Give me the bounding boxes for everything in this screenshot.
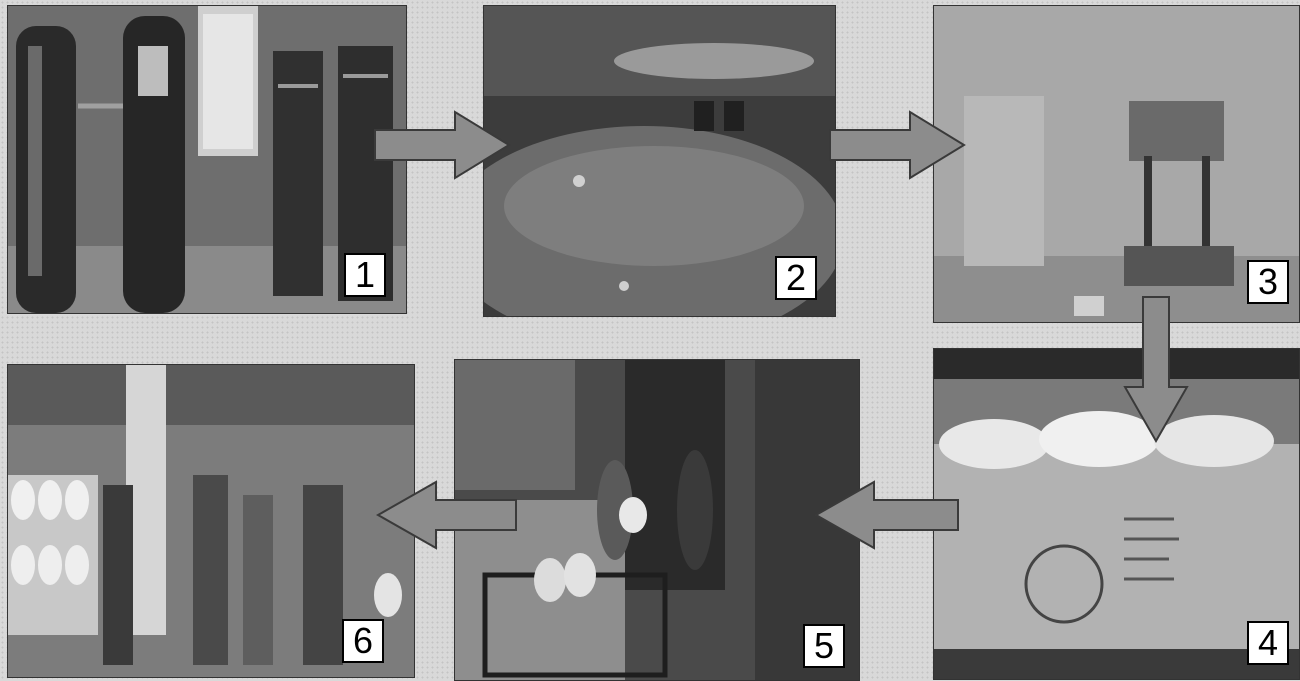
step-4-photo: 4 bbox=[933, 348, 1300, 680]
step-3-photo: 3 bbox=[933, 5, 1300, 323]
sealed-water-bottles-image bbox=[934, 349, 1299, 679]
arrow-1-to-2 bbox=[373, 110, 513, 180]
step-2-photo: 2 bbox=[483, 5, 836, 317]
step-2-label: 2 bbox=[775, 256, 817, 300]
step-4-label: 4 bbox=[1247, 621, 1289, 665]
step-5-label: 5 bbox=[803, 624, 845, 668]
arrow-2-to-3 bbox=[828, 110, 968, 180]
arrow-4-to-5 bbox=[812, 480, 962, 550]
step-1-photo: 1 bbox=[7, 5, 407, 314]
bottle-filling-station-image bbox=[934, 6, 1299, 322]
arrow-5-to-6 bbox=[374, 480, 520, 550]
step-3-label: 3 bbox=[1247, 260, 1289, 304]
step-6-label: 6 bbox=[342, 619, 384, 663]
step-6-photo: 6 bbox=[7, 364, 415, 678]
step-1-label: 1 bbox=[344, 253, 386, 297]
arrow-3-to-4 bbox=[1123, 295, 1189, 445]
